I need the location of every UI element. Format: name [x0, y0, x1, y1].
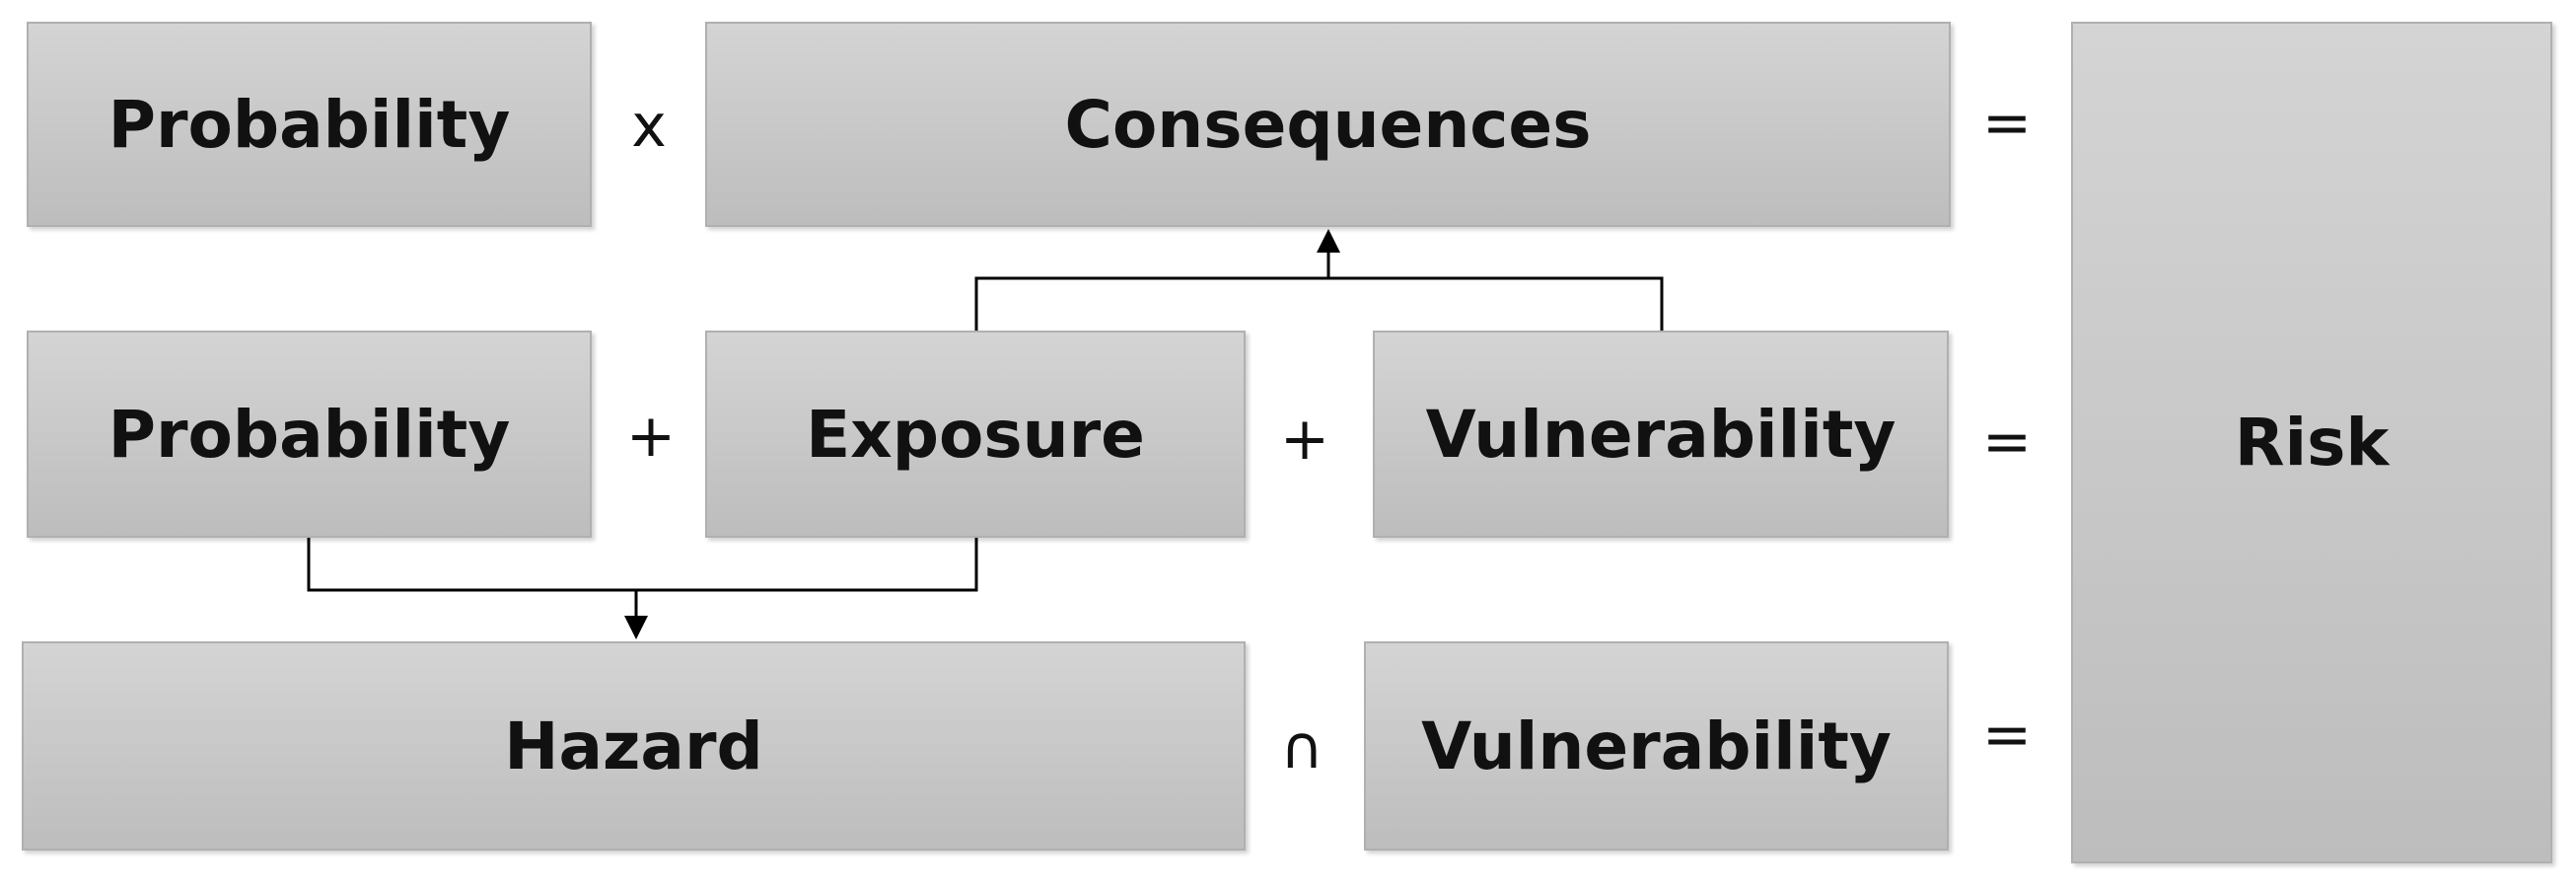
risk-result-box: Risk: [2071, 22, 2552, 863]
row3-vulnerability-box: Vulnerability: [1364, 641, 1949, 851]
row1-multiply-operator: x: [631, 92, 667, 161]
row2-vulnerability-label: Vulnerability: [1425, 396, 1896, 473]
row3-vulnerability-label: Vulnerability: [1421, 707, 1892, 784]
exposure-vulnerability-connector: [974, 276, 1664, 331]
row2-plus-operator-1: +: [625, 402, 677, 471]
row2-exposure-box: Exposure: [705, 331, 1246, 538]
row2-probability-box: Probability: [27, 331, 592, 538]
row1-probability-label: Probability: [107, 86, 511, 163]
row1-consequences-label: Consequences: [1064, 86, 1592, 163]
row2-exposure-label: Exposure: [806, 396, 1145, 473]
row1-consequences-box: Consequences: [705, 22, 1951, 227]
row2-plus-operator-2: +: [1279, 405, 1330, 474]
row3-hazard-box: Hazard: [22, 641, 1246, 851]
row3-hazard-label: Hazard: [504, 707, 763, 784]
consequences-arrowhead: [1317, 229, 1340, 253]
row2-equals-operator: =: [1981, 408, 2033, 477]
row3-intersection-operator: ∩: [1280, 713, 1324, 782]
row1-equals-operator: =: [1981, 89, 2033, 158]
row2-probability-label: Probability: [107, 396, 511, 473]
risk-result-label: Risk: [2234, 405, 2390, 481]
probability-exposure-connector: [307, 538, 978, 592]
hazard-arrowhead: [624, 616, 648, 639]
row2-vulnerability-box: Vulnerability: [1373, 331, 1949, 538]
row3-equals-operator: =: [1981, 701, 2033, 770]
row1-probability-box: Probability: [27, 22, 592, 227]
